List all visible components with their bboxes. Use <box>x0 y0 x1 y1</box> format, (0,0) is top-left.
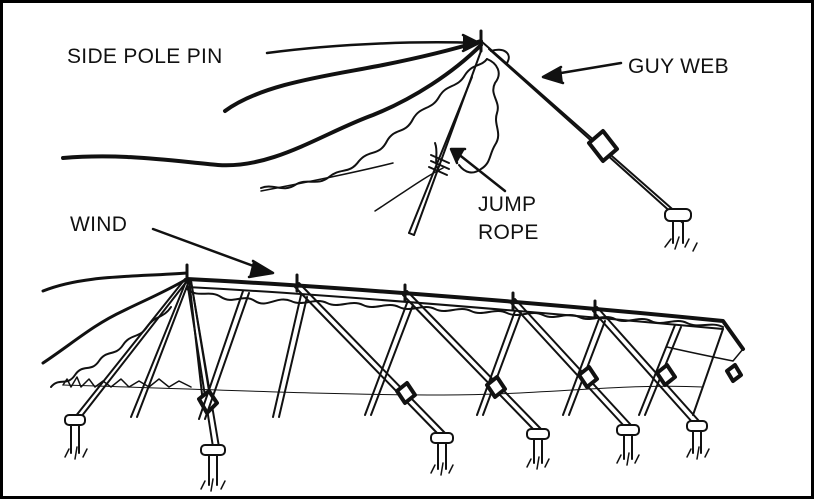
fabric-edge-lower <box>61 43 483 168</box>
guy-web-top-2 <box>488 48 684 224</box>
stakes <box>64 414 710 492</box>
side-pole-pins <box>295 273 597 319</box>
top-stake <box>664 208 698 252</box>
corner-guys <box>74 278 220 448</box>
label-side-pole-pin: SIDE POLE PIN <box>67 45 223 68</box>
guy-web-buckle <box>587 129 619 163</box>
stake <box>64 414 88 460</box>
arrow-jump-rope <box>449 147 507 193</box>
fabric-left-upper <box>41 271 189 293</box>
ground-line <box>62 384 704 396</box>
fabric-left-lower <box>41 277 189 365</box>
label-jump-rope-line1: JUMP <box>478 193 537 216</box>
fabric-edge-upper <box>223 39 483 113</box>
guy-web-top <box>480 40 680 216</box>
side-poles <box>198 290 724 420</box>
valance-scallop <box>186 288 724 328</box>
stake <box>430 432 454 476</box>
stake <box>526 428 550 470</box>
label-guy-web: GUY WEB <box>628 55 729 78</box>
eave-line-underside <box>186 286 724 330</box>
label-jump-rope-line2: ROPE <box>478 221 539 244</box>
eave-line <box>185 277 745 351</box>
stake <box>616 424 640 466</box>
fabric-scallop-hem-3 <box>490 48 510 64</box>
stake <box>200 444 226 492</box>
grass-left <box>62 376 192 388</box>
stake <box>686 420 710 460</box>
fabric-right-drape <box>666 346 744 362</box>
tent-illustration <box>41 29 745 492</box>
arrow-guy-web <box>541 61 623 85</box>
label-wind: WIND <box>70 213 128 236</box>
fabric-drape-line-2 <box>260 162 394 192</box>
side-pole-top-cap <box>408 232 415 236</box>
jump-rope-wraps <box>428 142 450 176</box>
side-guys <box>294 282 700 436</box>
arrow-wind <box>151 227 275 279</box>
arrow-side-pole-pin <box>265 33 481 55</box>
side-pole-top-inner <box>408 76 473 234</box>
guy-buckles <box>395 363 743 405</box>
label-jump-rope: JUMP ROPE <box>478 191 539 247</box>
